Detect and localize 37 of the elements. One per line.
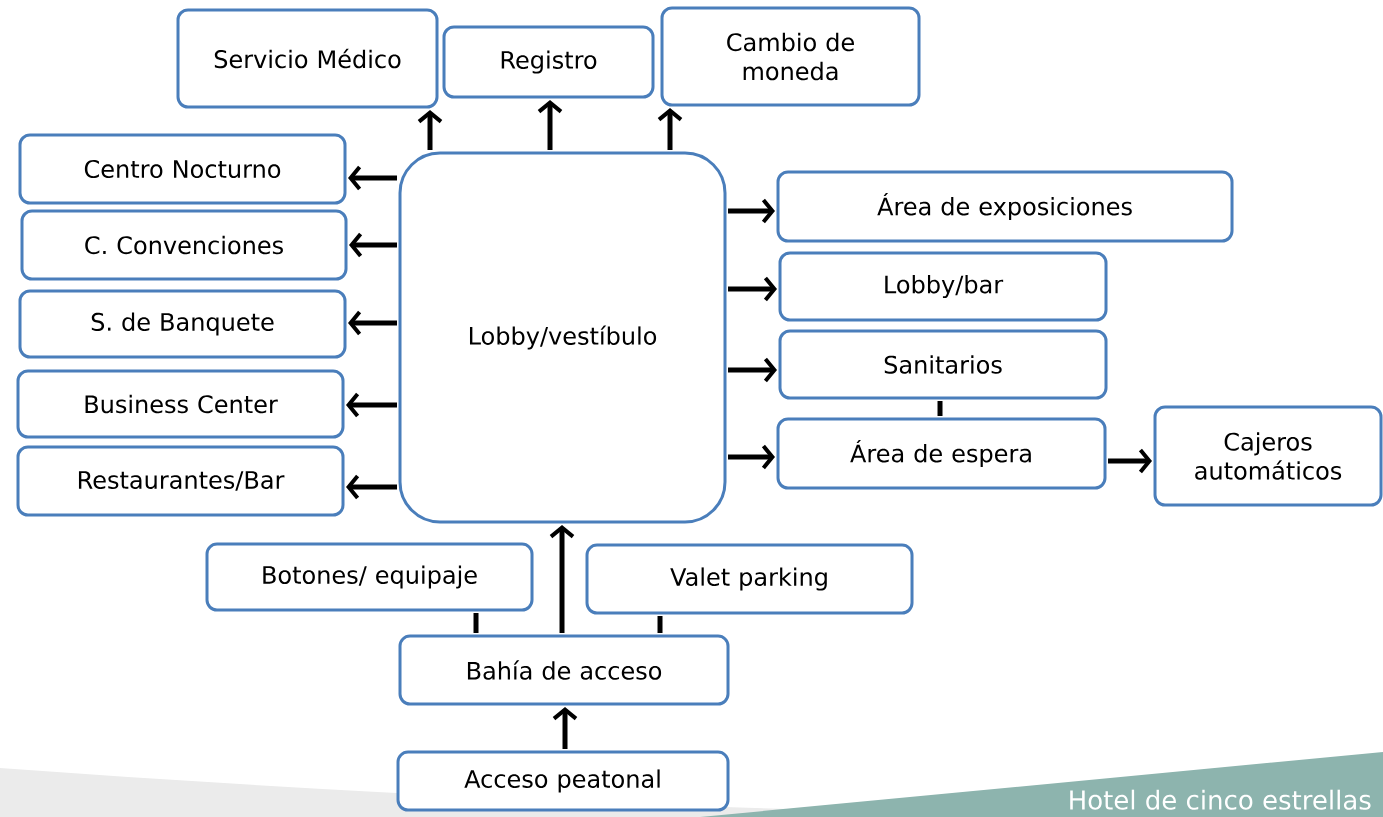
connector-line — [657, 616, 663, 633]
process-box: Bahía de acceso — [398, 634, 730, 706]
process-box: Business Center — [16, 369, 345, 439]
process-box: Botones/ equipaje — [205, 542, 534, 612]
slide-title: Hotel de cinco estrellas — [1070, 789, 1371, 810]
arrow — [728, 198, 775, 224]
process-box: Lobby/bar — [778, 251, 1108, 322]
process-box: Área de exposiciones — [776, 170, 1234, 243]
arrow — [1108, 448, 1152, 474]
process-box: Cambio de moneda — [660, 6, 921, 107]
process-box: Lobby/vestíbulo — [398, 151, 727, 524]
process-box: C. Convenciones — [20, 209, 348, 281]
arrow — [657, 108, 683, 150]
arrow — [537, 100, 563, 150]
arrow — [417, 110, 443, 150]
process-box: Cajeros automáticos — [1153, 405, 1383, 507]
process-box: Servicio Médico — [176, 8, 439, 109]
process-box: S. de Banquete — [18, 289, 347, 359]
process-box: Valet parking — [585, 543, 914, 615]
arrow — [552, 707, 578, 749]
connector-line — [473, 613, 479, 633]
process-box: Restaurantes/Bar — [16, 445, 345, 517]
arrow — [346, 474, 397, 500]
arrow — [728, 357, 777, 383]
arrow — [346, 392, 397, 418]
arrow — [549, 525, 575, 633]
connector-line — [937, 401, 943, 416]
process-box: Centro Nocturno — [18, 133, 347, 205]
arrow — [349, 232, 397, 258]
process-box: Registro — [442, 25, 655, 99]
arrow — [348, 310, 397, 336]
arrow — [728, 276, 777, 302]
arrow — [348, 165, 397, 191]
process-box: Sanitarios — [778, 329, 1108, 400]
arrow — [728, 444, 775, 470]
process-box: Acceso peatonal — [396, 750, 730, 812]
process-box: Área de espera — [776, 417, 1107, 490]
